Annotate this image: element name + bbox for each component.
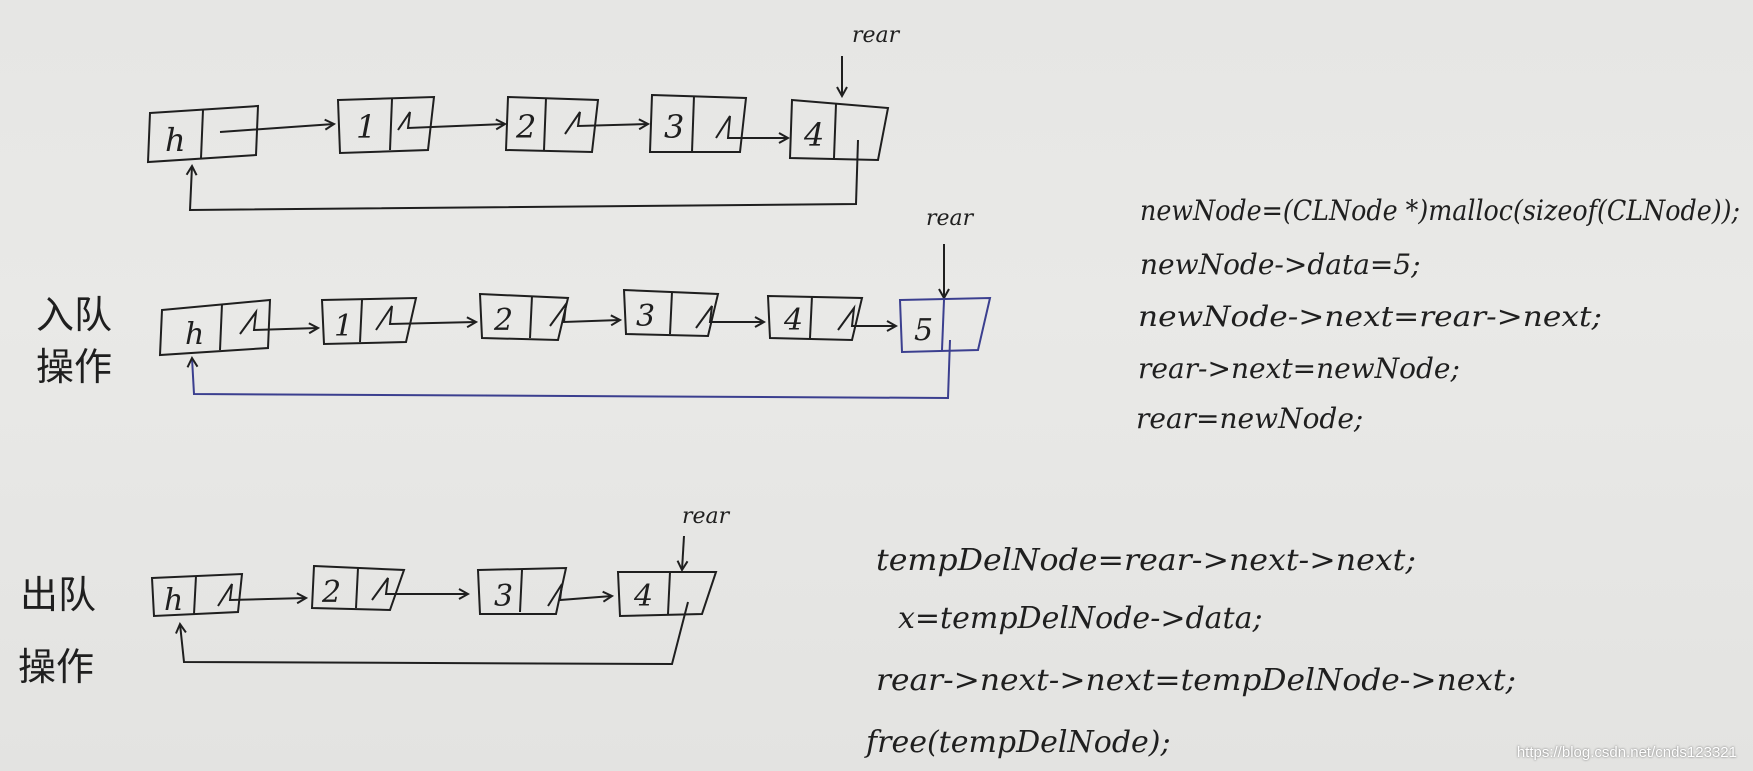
- node-h: h: [150, 572, 244, 618]
- enqueue-title-line2: 操作: [36, 345, 112, 389]
- svg-text:2: 2: [321, 575, 341, 610]
- link-arrow: [219, 124, 334, 133]
- link-arrow: [549, 300, 620, 327]
- node-4: 4: [788, 98, 890, 162]
- svg-text:h: h: [185, 317, 204, 352]
- link-arrow: [564, 111, 648, 135]
- node-1: 1: [336, 95, 436, 155]
- link-arrow: [397, 111, 505, 131]
- rear-pointer-arrow-3: [682, 535, 684, 570]
- link-arrow: [239, 308, 318, 335]
- code-line: newNode->data=5;: [1140, 248, 1421, 281]
- code-line: newNode=(CLNode *)malloc(sizeof(CLNode))…: [1140, 194, 1740, 227]
- rear-label-3: rear: [682, 504, 731, 529]
- svg-text:3: 3: [494, 579, 513, 614]
- svg-text:2: 2: [515, 108, 536, 146]
- node-4: 4: [766, 294, 864, 342]
- node-h: h: [146, 104, 260, 164]
- watermark: https://blog.csdn.net/cnds123321: [1516, 744, 1737, 761]
- code-line: rear=newNode;: [1136, 402, 1363, 435]
- node-3: 3: [476, 566, 568, 615]
- code-line: rear->next->next=tempDelNode->next;: [876, 663, 1516, 698]
- circular-back-link: [190, 139, 859, 212]
- svg-text:4: 4: [633, 579, 653, 614]
- node-h: h: [158, 298, 272, 357]
- node-3: 3: [648, 93, 748, 153]
- diagram-3: 出队 操作 rear h 2 3 4: [18, 504, 731, 689]
- svg-text:3: 3: [664, 108, 684, 146]
- diagram-2: 入队 操作 rear h 1 2 3: [36, 206, 992, 400]
- code-line: rear->next=newNode;: [1138, 352, 1460, 385]
- node-2: 2: [478, 292, 570, 342]
- node-5: 5: [898, 296, 992, 354]
- dequeue-title-line2: 操作: [18, 645, 94, 689]
- circular-back-link: [192, 339, 951, 400]
- rear-label-1: rear: [852, 23, 901, 48]
- link-arrow: [217, 583, 306, 607]
- enqueue-code: newNode=(CLNode *)malloc(sizeof(CLNode))…: [1136, 194, 1740, 435]
- link-arrow: [837, 304, 896, 330]
- link-arrow: [695, 305, 764, 329]
- code-line: tempDelNode=rear->next->next;: [876, 543, 1416, 578]
- svg-text:h: h: [164, 583, 183, 618]
- dequeue-title-line1: 出队: [20, 573, 96, 617]
- link-arrow: [715, 115, 788, 138]
- svg-text:2: 2: [493, 303, 513, 338]
- svg-text:h: h: [165, 121, 186, 159]
- link-arrow: [375, 305, 476, 331]
- code-line: newNode->next=rear->next;: [1138, 300, 1602, 333]
- link-arrow: [371, 577, 468, 601]
- code-line: free(tempDelNode);: [864, 725, 1171, 760]
- node-1: 1: [320, 296, 418, 346]
- svg-text:5: 5: [914, 313, 933, 348]
- svg-text:1: 1: [334, 309, 353, 344]
- svg-text:3: 3: [636, 299, 655, 334]
- node-2: 2: [504, 95, 600, 154]
- node-4: 4: [616, 571, 718, 618]
- enqueue-title-line1: 入队: [36, 293, 112, 337]
- node-3: 3: [622, 288, 720, 338]
- rear-label-2: rear: [926, 206, 975, 231]
- node-2: 2: [310, 564, 406, 612]
- svg-text:1: 1: [356, 108, 376, 146]
- dequeue-code: tempDelNode=rear->next->next; x=tempDelN…: [864, 543, 1516, 760]
- svg-text:4: 4: [803, 116, 824, 154]
- diagram-1: rear h 1 2 3: [146, 23, 901, 212]
- circular-back-link: [180, 601, 689, 666]
- code-line: x=tempDelNode->data;: [898, 601, 1263, 636]
- svg-text:4: 4: [783, 303, 803, 338]
- link-arrow: [547, 583, 612, 607]
